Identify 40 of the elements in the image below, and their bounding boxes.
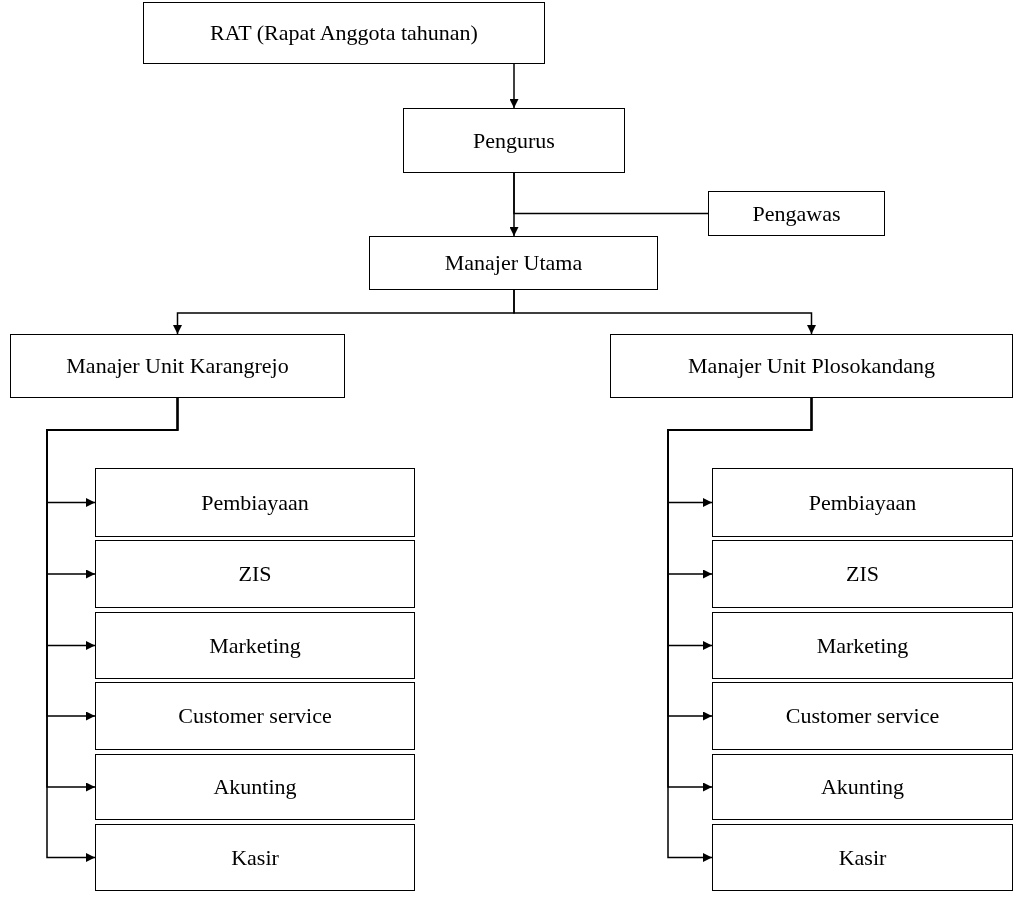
box-label: Pengawas (752, 199, 841, 228)
box-label: ZIS (846, 560, 879, 588)
org-box (95, 612, 415, 679)
org-box (712, 540, 1013, 608)
org-box (403, 108, 625, 173)
box-label: Kasir (838, 843, 887, 872)
box-label: RAT (Rapat Anggota tahunan) (210, 19, 478, 47)
org-box (143, 2, 545, 64)
box-label: Customer service (785, 702, 940, 730)
connector-arrow (667, 397, 813, 862)
box-label: Kasir (231, 843, 279, 872)
org-box (712, 612, 1013, 679)
org-box (95, 468, 415, 537)
org-box (95, 540, 415, 608)
box-label: Pembiayaan (808, 488, 917, 517)
box-label: Pengurus (473, 126, 555, 155)
connector-arrow (513, 289, 816, 335)
org-box (95, 682, 415, 750)
box-label: Customer service (178, 702, 332, 730)
org-box (610, 334, 1013, 398)
box-label: Marketing (816, 631, 909, 660)
org-box (369, 236, 658, 290)
org-box (712, 682, 1013, 750)
org-box (712, 754, 1013, 820)
box-label: Manajer Unit Plosokandang (688, 352, 935, 380)
org-box (10, 334, 345, 398)
box-label: Akunting (213, 773, 297, 801)
org-box (712, 468, 1013, 537)
box-label: Akunting (820, 773, 905, 801)
org-box (708, 191, 885, 236)
box-label: Manajer Unit Karangrejo (66, 352, 289, 380)
org-box (712, 824, 1013, 891)
box-label: ZIS (238, 560, 272, 588)
box-label: Manajer Utama (444, 249, 583, 277)
box-label: Marketing (209, 631, 301, 660)
org-box (95, 754, 415, 820)
box-label: Pembiayaan (201, 488, 309, 517)
org-box (95, 824, 415, 891)
connector-arrow (509, 63, 519, 109)
connector-arrow (46, 397, 179, 862)
